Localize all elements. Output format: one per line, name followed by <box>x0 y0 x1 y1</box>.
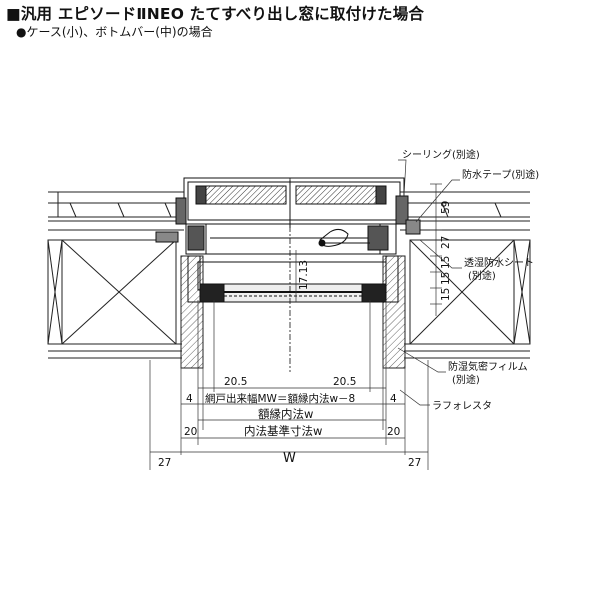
stud-right <box>404 239 531 359</box>
dim-20-5-right: 20.5 <box>333 376 356 388</box>
dim-frame-inner: 額縁内法w <box>258 407 313 421</box>
dim-W: W <box>283 451 296 466</box>
window-sash <box>155 177 421 255</box>
label-airtight-film-note: (別途) <box>452 373 480 386</box>
dim-4-right: 4 <box>390 393 397 405</box>
dim-15-b: 15 <box>440 272 452 285</box>
siding-left <box>48 191 184 231</box>
label-permeable-sheet-note: (別途) <box>468 269 496 282</box>
stud-left <box>47 239 182 359</box>
dim-4-left: 4 <box>186 393 193 405</box>
page-subtitle: ●ケース(小)、ボトムバー(中)の場合 <box>16 25 213 39</box>
dim-27-right: 27 <box>408 457 421 469</box>
dim-17-13: 17.13 <box>298 260 310 290</box>
leader-lines <box>397 159 462 406</box>
page-title: ■汎用 エピソードⅡNEO たてすべり出し窓に取付けた場合 <box>6 5 425 23</box>
vertical-dims <box>295 183 442 316</box>
label-airtight-film: 防湿気密フィルム <box>448 360 528 373</box>
label-permeable-sheet: 透湿防水シート <box>464 256 534 269</box>
dim-20-right: 20 <box>387 426 400 438</box>
dim-20-5-left: 20.5 <box>224 376 247 388</box>
dim-59: 59 <box>440 201 452 214</box>
label-sealing: シーリング(別途) <box>402 148 480 161</box>
dim-mw: 網戸出来幅MW＝額縁内法w－8 <box>205 392 355 405</box>
label-waterproof-tape: 防水テープ(別途) <box>462 168 539 181</box>
screen-unit <box>187 255 399 303</box>
dim-27-left: 27 <box>158 457 171 469</box>
dim-27-vertical: 27 <box>440 236 452 249</box>
dim-inner-standard: 内法基準寸法w <box>244 424 322 438</box>
dim-20-left: 20 <box>184 426 197 438</box>
label-lath: ラフォレスタ <box>432 400 492 412</box>
horizontal-dims <box>150 387 428 453</box>
dim-15-c: 15 <box>440 288 452 301</box>
siding-right <box>400 191 530 231</box>
